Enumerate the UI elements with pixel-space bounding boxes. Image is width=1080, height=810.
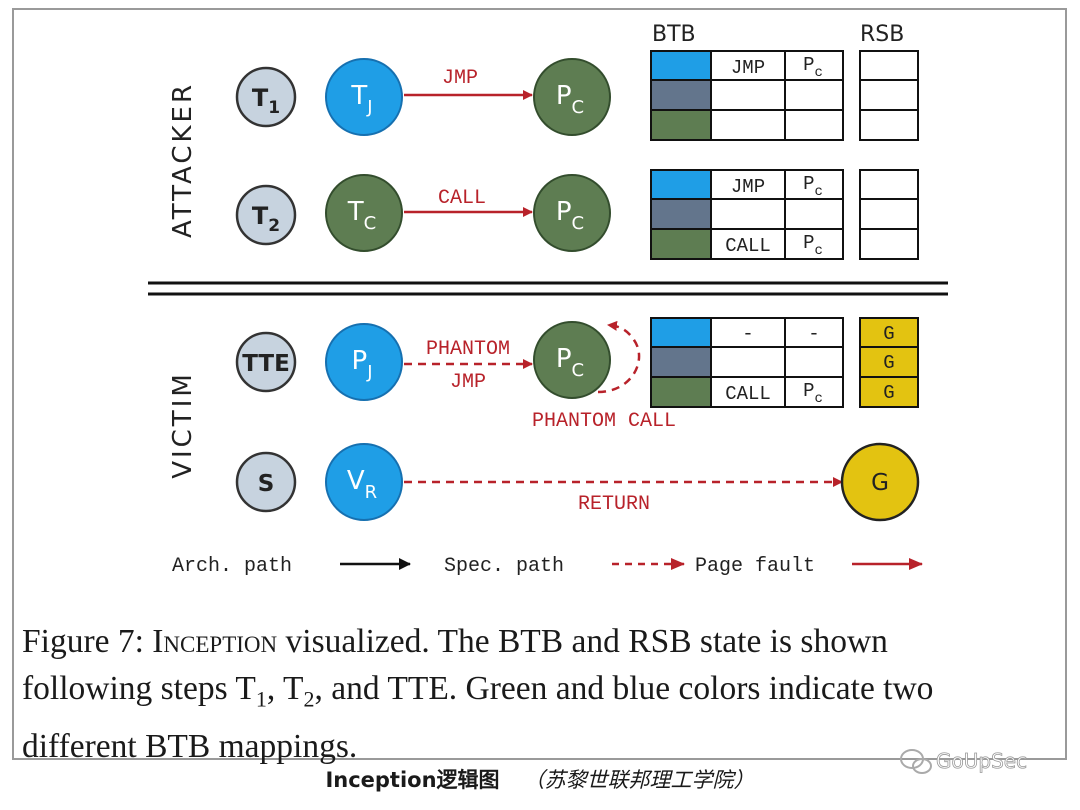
btb-t2-r3-type: CALL [725, 235, 771, 257]
node-pc-1-label: PC [556, 81, 584, 118]
rsb-tte-entry-2: G [883, 352, 894, 374]
node-t1 [235, 66, 297, 128]
btb-t2-r1-target: Pc [803, 173, 823, 200]
legend-fault-label: Page fault [695, 555, 815, 578]
caption-line-2: following steps T1, T2, and TTE. Green a… [22, 670, 934, 712]
node-tc-label: TC [347, 197, 376, 234]
node-tte [235, 331, 297, 393]
node-tj [325, 58, 403, 136]
btb-table-t2: JMP Pc CALL Pc [650, 169, 844, 260]
node-s-label: S [258, 471, 275, 497]
subtitle-institution: （苏黎世联邦理工学院） [523, 768, 755, 792]
wechat-icon [900, 749, 932, 774]
node-pj [325, 323, 403, 401]
caption-line-1: Figure 7: Inception visualized. The BTB … [22, 623, 888, 660]
btb-tte-r1-type: - [742, 323, 753, 345]
btb-tte-r1-target: - [808, 323, 819, 345]
node-g-label: G [871, 470, 889, 496]
edge-jmp-label: JMP [442, 67, 478, 90]
node-pc-2 [533, 174, 611, 252]
node-pc-3 [533, 321, 611, 399]
node-g [840, 442, 920, 522]
node-pc-1 [533, 58, 611, 136]
victim-label: VICTIM [168, 371, 198, 479]
node-t1-label: T1 [252, 84, 280, 118]
node-pc-2-label: PC [556, 197, 584, 234]
btb-tte-r3-type: CALL [725, 383, 771, 405]
node-tte-label: TTE [242, 351, 290, 377]
attacker-label: ATTACKER [168, 82, 198, 238]
edge-call-label: CALL [438, 187, 486, 210]
btb-table-tte: - - CALL Pc [650, 317, 844, 408]
node-vr [325, 443, 403, 521]
rsb-header: RSB [860, 22, 904, 47]
edge-return-label: RETURN [578, 493, 650, 516]
watermark-text: GoUpSec [936, 749, 1027, 773]
rsb-table-t1 [859, 50, 919, 141]
caption-line-3: different BTB mappings. [22, 727, 358, 765]
caption-name: Inception [152, 623, 278, 660]
btb-t2-r3-target: Pc [803, 232, 823, 259]
legend-arch-label: Arch. path [172, 555, 292, 578]
btb-table-t1: JMP Pc [650, 50, 844, 141]
edge-phantom-jmp-label-2: JMP [450, 371, 486, 394]
node-tc [325, 174, 403, 252]
btb-header: BTB [652, 22, 696, 47]
image-subtitle: Inception逻辑图（苏黎世联邦理工学院） [325, 768, 755, 792]
btb-tte-r3-target: Pc [803, 380, 823, 407]
node-t2 [235, 184, 297, 246]
rsb-table-t2 [859, 169, 919, 260]
node-pj-label: PJ [352, 346, 373, 383]
node-s [235, 451, 297, 513]
figure-caption: Figure 7: Inception visualized. The BTB … [22, 618, 1067, 770]
node-t2-label: T2 [252, 202, 280, 236]
rsb-tte-entry-1: G [883, 323, 894, 345]
legend-spec-label: Spec. path [444, 555, 564, 578]
btb-t2-r1-type: JMP [731, 176, 765, 198]
node-pc-3-label: PC [556, 344, 584, 381]
edge-phantom-call-loop [597, 320, 641, 394]
btb-t1-r1-type: JMP [731, 57, 765, 79]
inception-diagram: BTB RSB ATTACKER VICTIM T1 TJ JMP PC JMP… [148, 22, 948, 578]
btb-t1-r1-target: Pc [803, 54, 823, 81]
rsb-table-tte: G G G [859, 317, 919, 408]
watermark: GoUpSec [900, 749, 1027, 774]
node-tj-label: TJ [350, 81, 372, 118]
node-vr-label: VR [347, 466, 377, 503]
edge-phantom-jmp-label-1: PHANTOM [426, 338, 510, 361]
edge-phantom-call-label: PHANTOM CALL [532, 410, 676, 433]
rsb-tte-entry-3: G [883, 382, 894, 404]
